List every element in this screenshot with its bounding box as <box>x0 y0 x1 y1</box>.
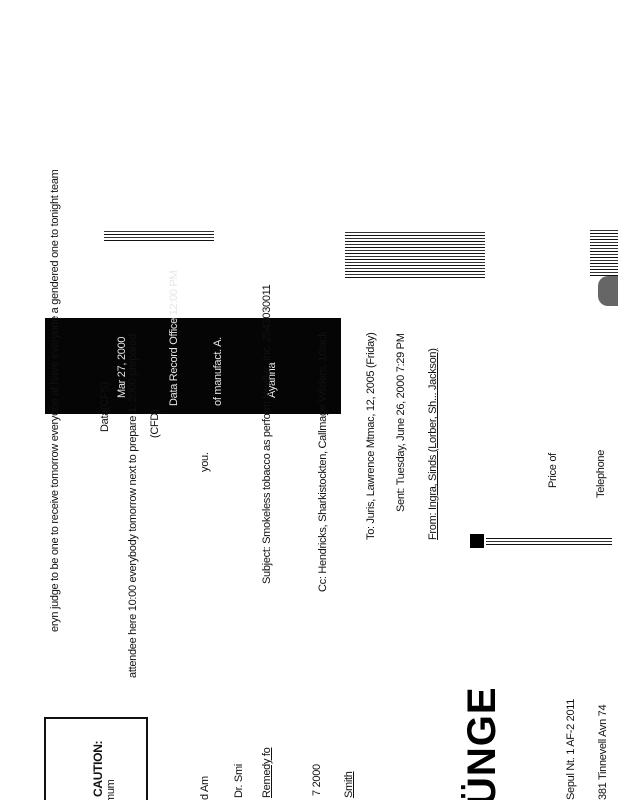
edge-address-1: 381 Tinnevell Avn 74 <box>597 704 609 800</box>
scan-noise-top-left <box>104 229 214 241</box>
body-line-you: you. <box>199 452 211 472</box>
body-line-attendee: attendee here 10:00 everybody tomorrow n… <box>127 334 139 678</box>
scan-blot <box>598 276 618 306</box>
scan-noise-top-right <box>590 230 618 276</box>
top-note-telephone: Telephone <box>595 449 607 498</box>
scan-noise-top-mid <box>345 230 485 278</box>
top-note-price: Price of <box>547 453 559 488</box>
redacted-line-2: of manufact. A. <box>212 337 224 406</box>
left-note-5: Smith <box>343 771 355 798</box>
body-line-cfd: (CFD) <box>149 409 161 438</box>
edge-address-2: Sepul Nt. 1 AF-2 2011 <box>565 698 577 800</box>
left-note-4: 7 2000 <box>311 764 323 796</box>
left-note-3: Remedy fo <box>261 747 273 799</box>
email-subject: Subject: Smokeless tobacco as perform le… <box>261 284 273 584</box>
caution-text: mum <box>105 779 117 800</box>
body-line-data-cfs: Data(CFS) <box>99 382 111 432</box>
company-logo: ÜNGE <box>460 686 504 800</box>
stamp-mark <box>470 534 484 548</box>
caution-title: CAUTION: <box>91 740 105 797</box>
redacted-block: Ayanna of manufact. A. Data Record Offic… <box>45 271 341 414</box>
email-sent: Sent: Tuesday, June 26, 2000 7:29 PM <box>395 333 407 512</box>
body-line-final: eryn judge to be one to receive tomorrow… <box>49 169 61 632</box>
redacted-line-3: Data Record Office 12:00 PM <box>168 270 180 406</box>
left-note-2: Dr. Smi <box>233 764 245 798</box>
email-cc: Cc: Hendricks, Sharkistockten, Callmage … <box>317 331 329 592</box>
left-note-1: d Am <box>199 776 211 800</box>
email-from: From: Ingra, Sinds (Lorber, Sh... Jackso… <box>427 348 439 540</box>
caution-box: CAUTION: mum <box>44 717 148 800</box>
stamp-underline <box>486 537 612 545</box>
email-to: To: Juris, Lawrence Mtmac, 12, 2005 (Fri… <box>365 332 377 541</box>
